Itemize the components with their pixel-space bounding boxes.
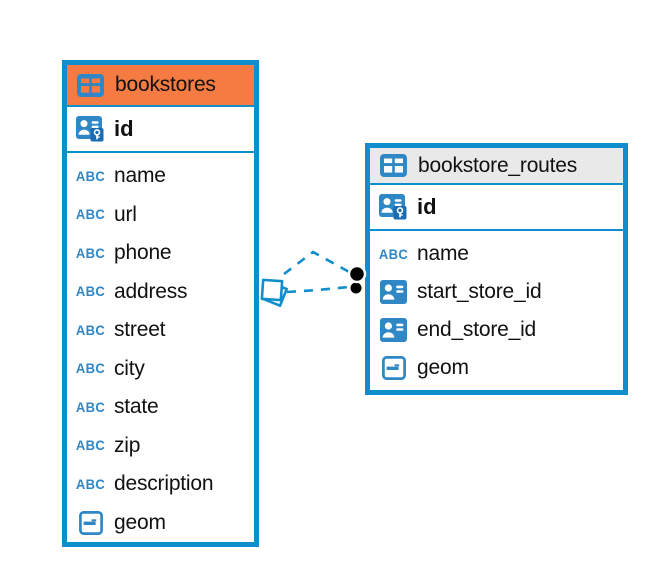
table-title: bookstore_routes bbox=[418, 153, 578, 177]
field-name: geom bbox=[114, 510, 166, 534]
text-type-icon: ABC bbox=[75, 437, 106, 454]
text-type-icon: ABC bbox=[75, 360, 106, 377]
field-row[interactable]: ABC name bbox=[67, 157, 254, 196]
table-title: bookstores bbox=[115, 73, 216, 96]
field-name: city bbox=[114, 356, 145, 380]
field-name: description bbox=[114, 472, 214, 496]
anchor-dots[interactable] bbox=[347, 264, 367, 296]
field-row[interactable]: ABC city bbox=[67, 350, 254, 389]
table-bookstores-header[interactable]: bookstores bbox=[67, 65, 254, 107]
field-name: zip bbox=[114, 433, 141, 457]
geometry-type-icon bbox=[75, 511, 106, 535]
text-type-icon: ABC bbox=[75, 245, 106, 262]
field-name: start_store_id bbox=[417, 280, 542, 303]
relationship-line-lower[interactable] bbox=[286, 285, 350, 294]
field-name: id bbox=[114, 116, 134, 141]
reference-type-icon bbox=[378, 280, 409, 304]
table-bookstore-routes-header[interactable]: bookstore_routes bbox=[370, 148, 623, 185]
text-type-icon: ABC bbox=[75, 206, 106, 223]
relationship-line-upper[interactable] bbox=[283, 250, 352, 276]
field-name: end_store_id bbox=[417, 318, 537, 341]
field-list: ABC name ABC url ABC phone ABC address A… bbox=[67, 153, 254, 542]
primary-key-icon bbox=[75, 116, 106, 143]
field-name: address bbox=[114, 279, 188, 303]
field-row[interactable]: ABC description bbox=[67, 465, 254, 504]
text-type-icon: ABC bbox=[75, 476, 106, 493]
text-type-icon: ABC bbox=[75, 399, 106, 416]
field-name: name bbox=[114, 164, 166, 188]
table-bookstores[interactable]: bookstores id ABC name ABC url ABC phone… bbox=[62, 60, 259, 547]
field-row[interactable]: ABC state bbox=[67, 388, 254, 427]
field-list: ABC name start_store_id end_store_id ge bbox=[370, 231, 623, 387]
field-name: geom bbox=[417, 356, 469, 379]
text-type-icon: ABC bbox=[75, 322, 106, 339]
field-name: phone bbox=[114, 241, 172, 265]
reference-type-icon bbox=[378, 318, 409, 342]
text-type-icon: ABC bbox=[75, 168, 106, 185]
field-row[interactable]: start_store_id bbox=[370, 273, 623, 311]
many-end-marker[interactable] bbox=[260, 278, 289, 308]
field-name: street bbox=[114, 318, 166, 342]
table-icon bbox=[378, 154, 409, 177]
field-name: state bbox=[114, 395, 159, 419]
field-row-pk[interactable]: id bbox=[67, 107, 254, 153]
field-row[interactable]: geom bbox=[67, 504, 254, 543]
table-icon bbox=[75, 74, 106, 97]
field-row-pk[interactable]: id bbox=[370, 185, 623, 231]
field-row[interactable]: ABC address bbox=[67, 273, 254, 312]
geometry-type-icon bbox=[378, 356, 409, 380]
field-name: name bbox=[417, 242, 469, 265]
field-row[interactable]: ABC zip bbox=[67, 427, 254, 466]
field-row[interactable]: end_store_id bbox=[370, 311, 623, 349]
text-type-icon: ABC bbox=[75, 283, 106, 300]
field-row[interactable]: geom bbox=[370, 349, 623, 387]
field-row[interactable]: ABC phone bbox=[67, 234, 254, 273]
table-bookstore-routes[interactable]: bookstore_routes id ABC name start_store… bbox=[365, 143, 628, 395]
primary-key-icon bbox=[378, 194, 409, 221]
field-row[interactable]: ABC url bbox=[67, 196, 254, 235]
field-row[interactable]: ABC name bbox=[370, 235, 623, 273]
field-row[interactable]: ABC street bbox=[67, 311, 254, 350]
field-name: url bbox=[114, 202, 137, 226]
field-name: id bbox=[417, 194, 437, 219]
text-type-icon: ABC bbox=[378, 246, 409, 262]
